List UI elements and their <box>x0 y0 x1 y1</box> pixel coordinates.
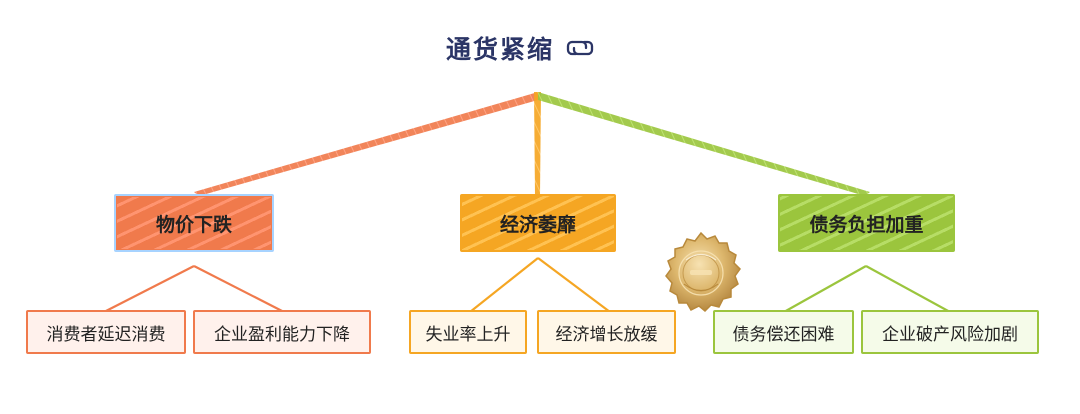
child-node-profit-decline[interactable]: 企业盈利能力下降 <box>193 310 371 354</box>
connector-amber-left <box>469 257 539 313</box>
child-node-delay-consumption[interactable]: 消费者延迟消费 <box>26 310 186 354</box>
branch-node-price-fall[interactable]: 物价下跌 <box>114 194 274 252</box>
child-label: 经济增长放缓 <box>555 324 658 345</box>
title-group: 通货紧缩 <box>446 28 596 68</box>
child-label: 失业率上升 <box>425 324 511 345</box>
trunk-green <box>538 92 870 196</box>
link-icon <box>564 34 596 62</box>
connector-green-left <box>783 265 867 313</box>
child-node-growth-slowdown[interactable]: 经济增长放缓 <box>537 310 676 354</box>
child-label: 债务偿还困难 <box>732 324 835 345</box>
child-label: 消费者延迟消费 <box>46 324 166 345</box>
branch-node-debt-burden[interactable]: 债务负担加重 <box>778 194 955 252</box>
connector-amber-right <box>537 257 611 313</box>
child-label: 企业破产风险加剧 <box>882 324 1018 345</box>
connector-green-right <box>865 265 951 313</box>
trunk-orange <box>194 92 538 196</box>
child-node-unemployment-rise[interactable]: 失业率上升 <box>409 310 527 354</box>
branch-label: 债务负担加重 <box>809 213 924 236</box>
connector-orange-right <box>193 265 285 313</box>
trunk-amber <box>534 92 541 196</box>
child-node-debt-repayment-difficulty[interactable]: 债务偿还困难 <box>713 310 854 354</box>
branch-node-economic-slump[interactable]: 经济萎靡 <box>460 194 616 252</box>
branch-label: 经济萎靡 <box>499 213 576 236</box>
diagram-title: 通货紧缩 <box>446 35 555 64</box>
child-label: 企业盈利能力下降 <box>214 324 350 345</box>
child-node-bankruptcy-risk[interactable]: 企业破产风险加剧 <box>861 310 1039 354</box>
connector-orange-left <box>103 265 195 313</box>
seal-badge <box>657 229 745 317</box>
branch-label: 物价下跌 <box>155 213 232 236</box>
